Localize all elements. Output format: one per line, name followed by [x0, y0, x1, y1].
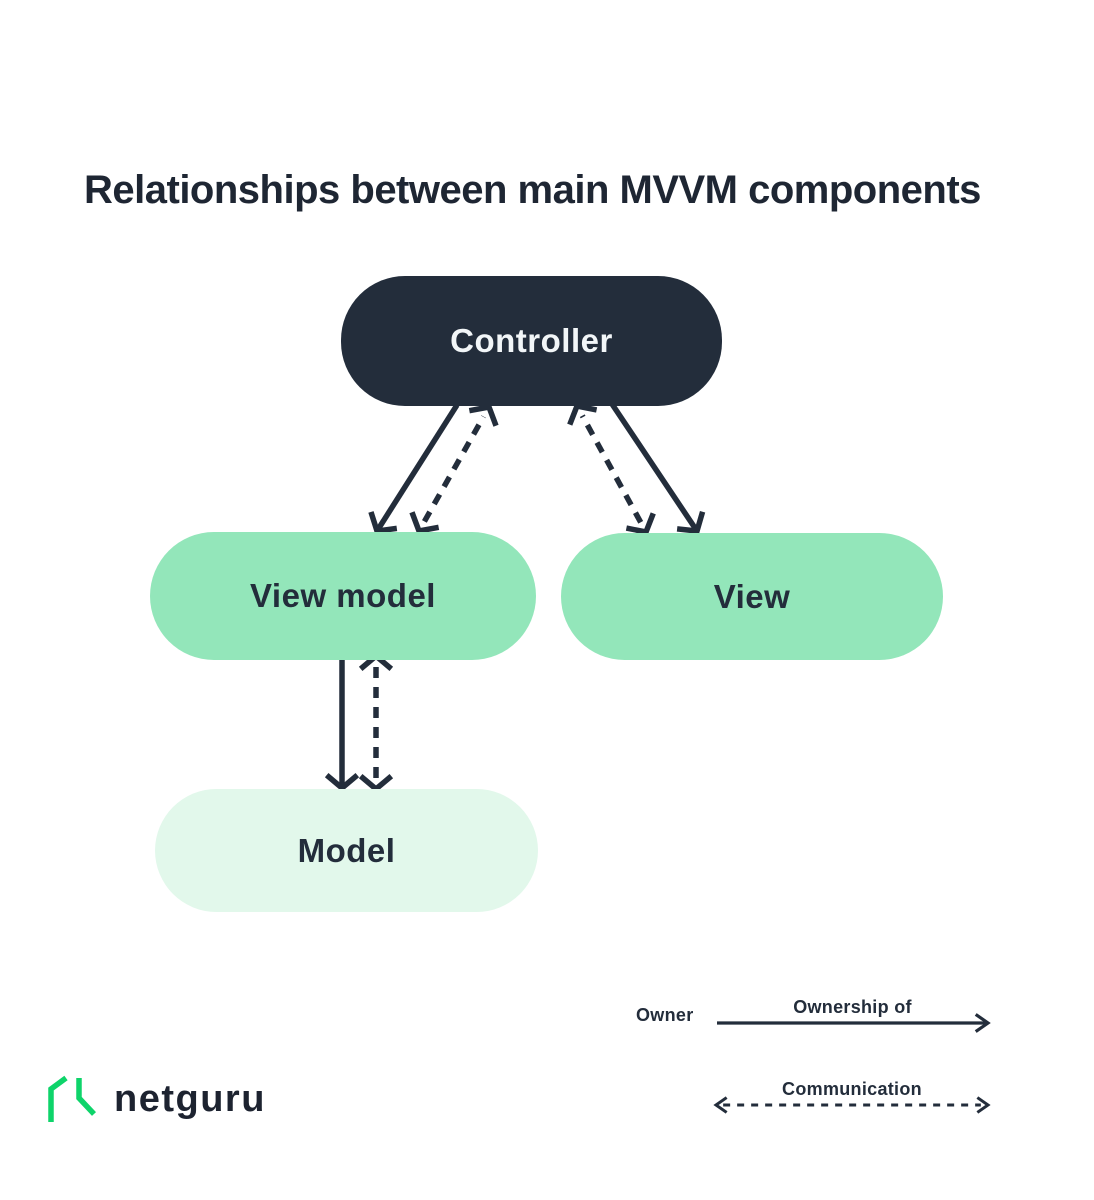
netguru-n-icon — [48, 1075, 97, 1122]
arrow-viewmodel-communicates-model — [358, 652, 394, 793]
netguru-logo: netguru — [45, 1072, 266, 1127]
arrow-controller-owns-viewmodel — [368, 403, 460, 535]
node-controller: Controller — [341, 276, 722, 406]
legend-communication-arrow — [713, 1096, 991, 1114]
diagram-title: Relationships between main MVVM componen… — [84, 168, 981, 212]
node-view: View — [561, 533, 943, 660]
node-model-label: Model — [297, 831, 396, 869]
node-view-model: View model — [150, 532, 536, 660]
legend-ownership-arrow — [717, 1013, 991, 1033]
arrow-viewmodel-owns-model — [324, 658, 360, 792]
arrow-controller-owns-view — [609, 402, 706, 534]
arrow-view-communicates-controller — [567, 402, 656, 536]
node-model: Model — [155, 789, 538, 912]
node-view-model-label: View model — [250, 577, 436, 614]
legend-communication-label: Communication — [782, 1079, 922, 1099]
node-controller-label: Controller — [450, 322, 613, 359]
legend-owner-label: Owner — [636, 1005, 694, 1025]
legend-ownership-label: Ownership of — [793, 997, 912, 1017]
arrow-viewmodel-communicates-controller — [409, 403, 499, 535]
netguru-wordmark: netguru — [114, 1078, 266, 1120]
node-view-label: View — [713, 577, 791, 615]
